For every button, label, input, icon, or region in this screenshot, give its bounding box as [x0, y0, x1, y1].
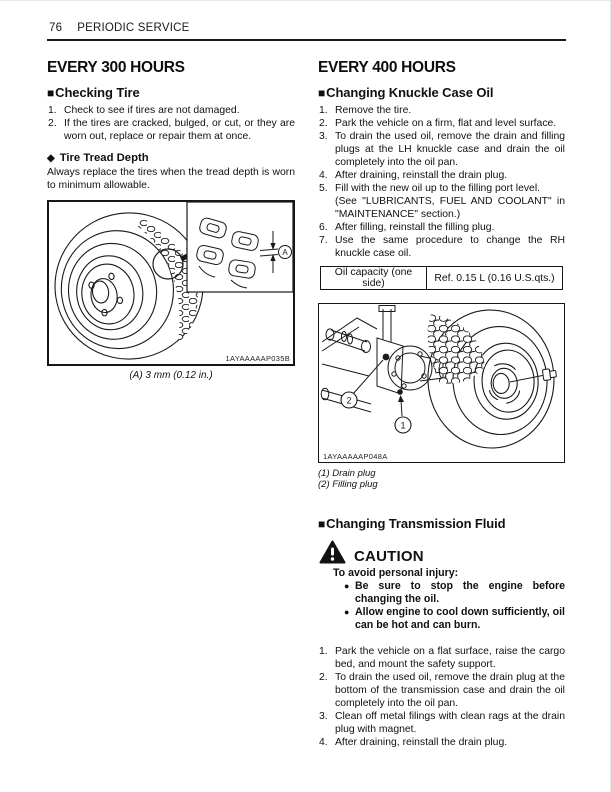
list-item: After draining, reinstall the drain plug… — [319, 736, 508, 749]
list-item: Remove the tire. — [319, 104, 412, 117]
plug-bolt — [542, 368, 557, 381]
figure-code: 1AYAAAAAP048A — [323, 452, 388, 461]
tread-pattern-area — [135, 218, 198, 344]
diamond-icon: ◆ — [47, 153, 55, 164]
transmission-steps: Park the vehicle on a flat surface, rais… — [318, 645, 565, 749]
filling-plug-dot — [382, 353, 390, 361]
list-item: Park the vehicle on a firm, flat and lev… — [319, 117, 557, 130]
header-title: PERIODIC SERVICE — [77, 22, 190, 34]
caution-lead: To avoid personal injury: — [333, 567, 459, 579]
figure-caption: (A) 3 mm (0.12 in.) — [129, 370, 213, 381]
list-item: To drain the used oil, remove the drain … — [319, 130, 565, 168]
page-number: 76 — [49, 22, 63, 34]
section-title-every-300: EVERY 300 HOURS — [47, 59, 185, 76]
square-bullet-icon: ■ — [318, 86, 326, 100]
right-column: EVERY 400 HOURS ■Changing Knuckle Case O… — [318, 58, 565, 749]
knuckle-oil-list: Remove the tire. Park the vehicle on a f… — [318, 104, 565, 260]
list-item: Park the vehicle on a flat surface, rais… — [319, 645, 565, 670]
inset-label-a: A — [282, 248, 288, 257]
tread-detail-circle — [152, 248, 184, 280]
heading-checking-tire: ■Checking Tire — [47, 85, 140, 100]
list-item: To drain the used oil, remove the drain … — [319, 671, 565, 709]
page-header: 76 PERIODIC SERVICE — [49, 22, 189, 34]
tire-tread-illustration: A — [54, 201, 294, 360]
list-item: After filling, reinstall the filling plu… — [319, 221, 495, 234]
legend-filling-plug: (2) Filling plug — [318, 479, 378, 490]
wheel-tread-pattern — [427, 314, 485, 384]
heading-transmission-fluid: ■Changing Transmission Fluid — [318, 516, 506, 531]
caution-header: CAUTION — [318, 540, 565, 564]
bullet-icon: ● — [344, 581, 350, 591]
list-item: If the tires are cracked, bulged, or cut… — [48, 117, 295, 142]
drain-plug-dot — [397, 389, 403, 395]
list-item: After draining, reinstall the drain plug… — [319, 169, 508, 182]
list-item: Fill with the new oil up to the filling … — [319, 182, 565, 220]
heading-tire-tread-depth: ◆Tire Tread Depth — [47, 152, 149, 164]
list-item: Use the same procedure to change the RH … — [319, 234, 565, 259]
capacity-label-cell: Oil capacity (one side) — [320, 266, 427, 290]
square-bullet-icon: ■ — [47, 86, 55, 100]
knuckle-case-illustration: 2 1 — [320, 305, 557, 449]
checking-tire-list: Check to see if tires are not damaged. I… — [47, 104, 295, 143]
callout-1: 1 — [400, 421, 405, 431]
square-bullet-icon: ■ — [318, 517, 326, 531]
list-item: Check to see if tires are not damaged. — [48, 104, 240, 117]
caution-list: ●Be sure to stop the engine before chang… — [318, 580, 565, 632]
tread-depth-body: Always replace the tires when the tread … — [47, 167, 295, 191]
figure-knuckle-case: 2 1 — [318, 303, 565, 463]
figure-code: 1AYAAAAAP035B — [225, 354, 290, 363]
capacity-value-cell: Ref. 0.15 L (0.16 U.S.qts.) — [426, 266, 563, 290]
left-column: EVERY 300 HOURS ■Checking Tire Check to … — [47, 58, 295, 381]
legend-drain-plug: (1) Drain plug — [318, 468, 376, 479]
caution-item: ●Allow engine to cool down sufficiently,… — [344, 606, 565, 631]
callout-2: 2 — [346, 396, 351, 406]
caution-item: ●Be sure to stop the engine before chang… — [344, 580, 565, 605]
list-item: Clean off metal filings with clean rags … — [319, 710, 565, 735]
figure-tire-tread: A 1AYAAAAAP035B — [47, 200, 295, 366]
heading-knuckle-oil: ■Changing Knuckle Case Oil — [318, 85, 494, 100]
section-title-every-400: EVERY 400 HOURS — [318, 59, 456, 76]
caution-title: CAUTION — [354, 548, 424, 565]
transmission-section: ■Changing Transmission Fluid CAUTION To … — [318, 516, 565, 749]
oil-capacity-table: Oil capacity (one side) Ref. 0.15 L (0.1… — [320, 266, 563, 290]
header-rule — [47, 39, 566, 41]
depth-measure — [259, 231, 292, 273]
figure-legend: (1) Drain plug (2) Filling plug — [318, 468, 565, 490]
bullet-icon: ● — [344, 607, 350, 617]
caution-triangle-icon — [319, 540, 346, 564]
